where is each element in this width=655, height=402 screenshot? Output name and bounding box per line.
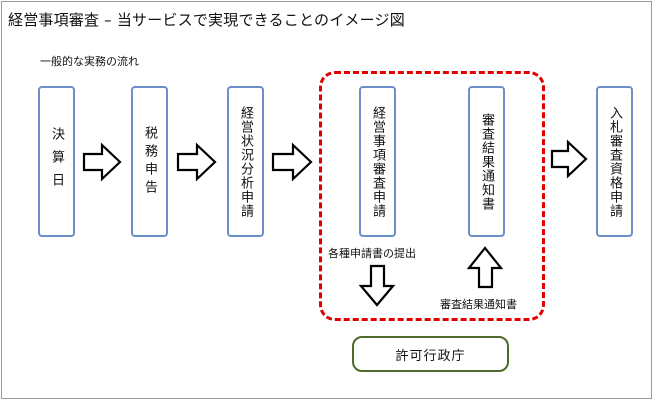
- step-label: 税務申告: [142, 125, 157, 198]
- figure-subtitle: 一般的な実務の流れ: [40, 55, 139, 68]
- step-label: 審査結果通知書: [479, 112, 494, 211]
- step-box-settlement-date: 決算日: [38, 86, 75, 237]
- right-arrow-icon: [176, 142, 217, 182]
- step-label: 決算日: [49, 127, 64, 196]
- right-arrow-icon: [82, 142, 122, 182]
- step-box-tax-filing: 税務申告: [131, 86, 168, 237]
- submit-applications-label: 各種申請書の提出: [328, 247, 416, 260]
- step-label: 入札審査資格申請: [607, 105, 622, 218]
- step-box-management-review: 経営事項審査申請: [359, 86, 396, 237]
- down-arrow-icon: [358, 264, 396, 307]
- licensing-authority-box: 許可行政庁: [352, 336, 509, 372]
- figure-title: 経営事項審査 – 当サービスで実現できることのイメージ図: [8, 11, 405, 29]
- result-notice-label: 審査結果通知書: [440, 298, 517, 311]
- step-label: 経営状況分析申請: [238, 105, 253, 218]
- right-arrow-icon: [550, 139, 588, 179]
- right-arrow-icon: [271, 142, 313, 182]
- step-label: 経営事項審査申請: [370, 105, 385, 218]
- step-box-management-analysis: 経営状況分析申請: [227, 86, 264, 237]
- up-arrow-icon: [466, 246, 504, 289]
- step-box-bid-qualification: 入札審査資格申請: [596, 86, 633, 237]
- step-box-review-result-notice: 審査結果通知書: [468, 86, 505, 237]
- authority-label: 許可行政庁: [395, 348, 466, 364]
- service-scope-group: [319, 71, 545, 321]
